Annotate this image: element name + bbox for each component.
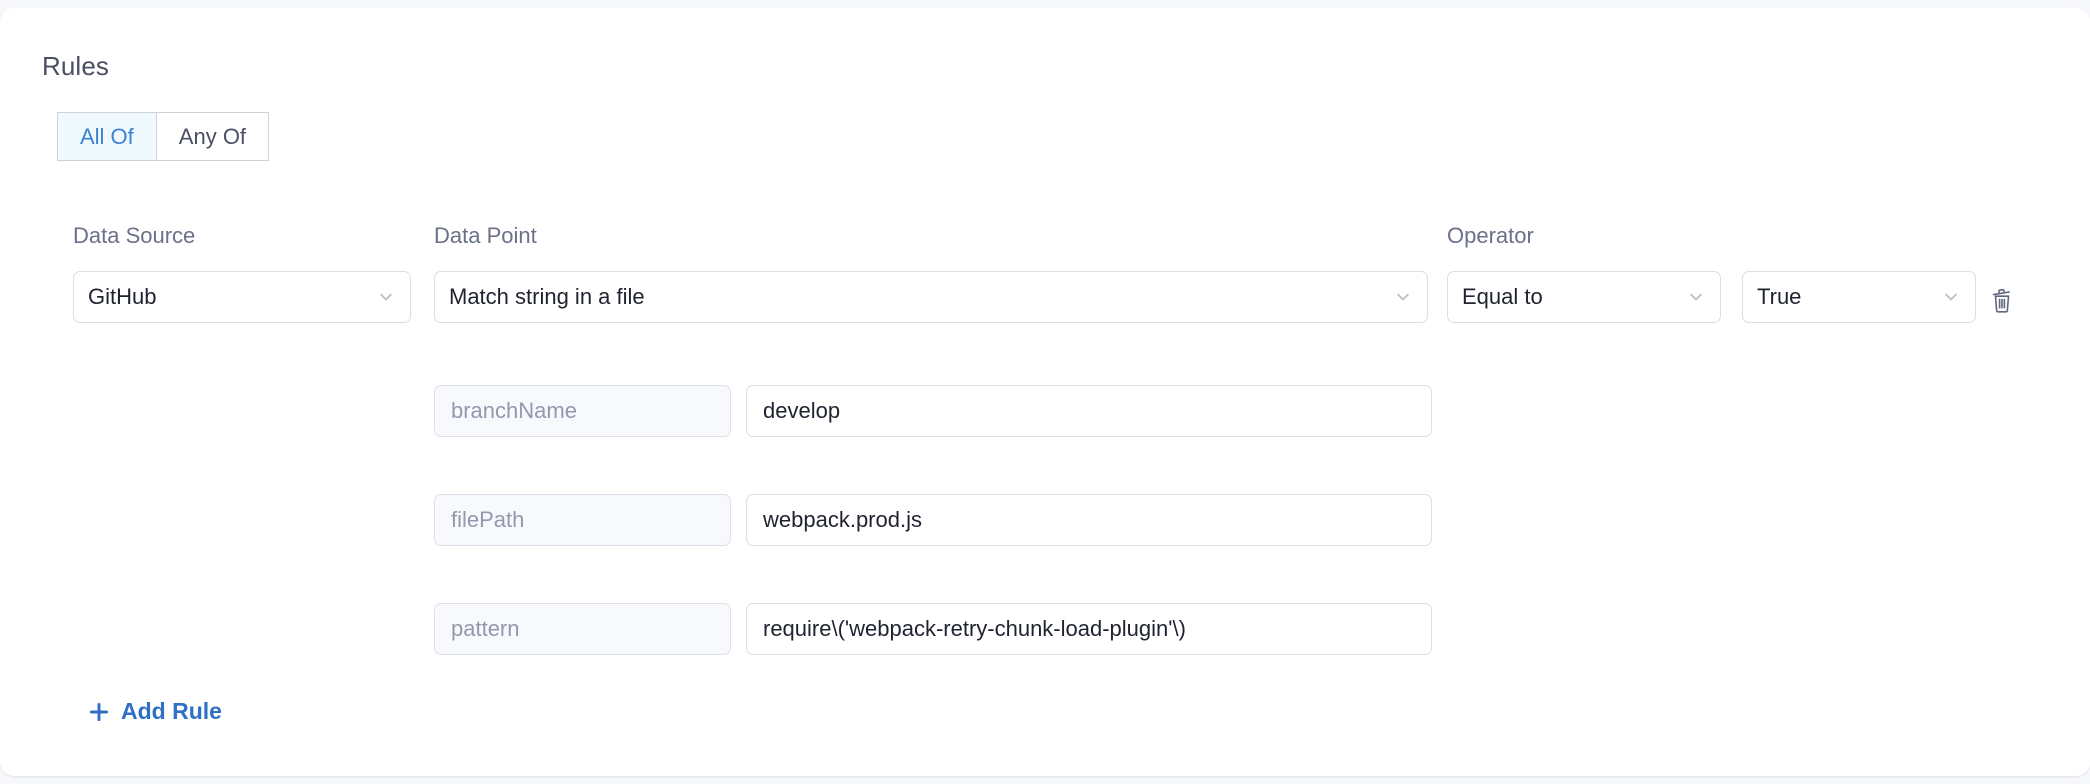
page-title: Rules (42, 51, 109, 81)
operator-value-select[interactable]: True (1742, 271, 1976, 323)
toggle-any-of[interactable]: Any Of (155, 112, 270, 161)
parameter-value-field[interactable]: webpack.prod.js (746, 494, 1432, 546)
data-source-label: Data Source (73, 223, 196, 248)
operator-label: Operator (1447, 223, 1534, 248)
plus-icon (89, 702, 109, 721)
parameter-value-field[interactable]: require\('webpack-retry-chunk-load-plugi… (746, 603, 1432, 655)
parameter-row: filePath webpack.prod.js (0, 494, 2090, 546)
data-point-value: Match string in a file (449, 284, 645, 309)
parameter-row: branchName develop (0, 385, 2090, 437)
parameter-row: pattern require\('webpack-retry-chunk-lo… (0, 603, 2090, 655)
operator-value-text: True (1757, 284, 1802, 309)
data-source-select[interactable]: GitHub (73, 271, 411, 323)
chevron-down-icon (380, 293, 392, 301)
toggle-all-of[interactable]: All Of (57, 112, 156, 161)
parameter-key-field[interactable]: filePath (434, 494, 731, 546)
chevron-down-icon (1690, 293, 1702, 301)
chevron-down-icon (1397, 293, 1409, 301)
add-rule-label: Add Rule (121, 698, 222, 724)
data-source-value: GitHub (88, 284, 157, 309)
parameter-key-field[interactable]: pattern (434, 603, 731, 655)
data-point-select[interactable]: Match string in a file (434, 271, 1428, 323)
chevron-down-icon (1945, 293, 1957, 301)
match-type-toggle-group: All Of Any Of (57, 112, 270, 161)
data-point-label: Data Point (434, 223, 537, 248)
operator-value: Equal to (1462, 284, 1543, 309)
delete-rule-button[interactable] (1982, 280, 2022, 320)
parameter-value-field[interactable]: develop (746, 385, 1432, 437)
rules-card: Rules All Of Any Of Data Source Data Poi… (0, 8, 2090, 776)
operator-select[interactable]: Equal to (1447, 271, 1721, 323)
parameter-key-field[interactable]: branchName (434, 385, 731, 437)
trash-icon (1992, 288, 2010, 313)
add-rule-button[interactable]: Add Rule (88, 698, 222, 725)
